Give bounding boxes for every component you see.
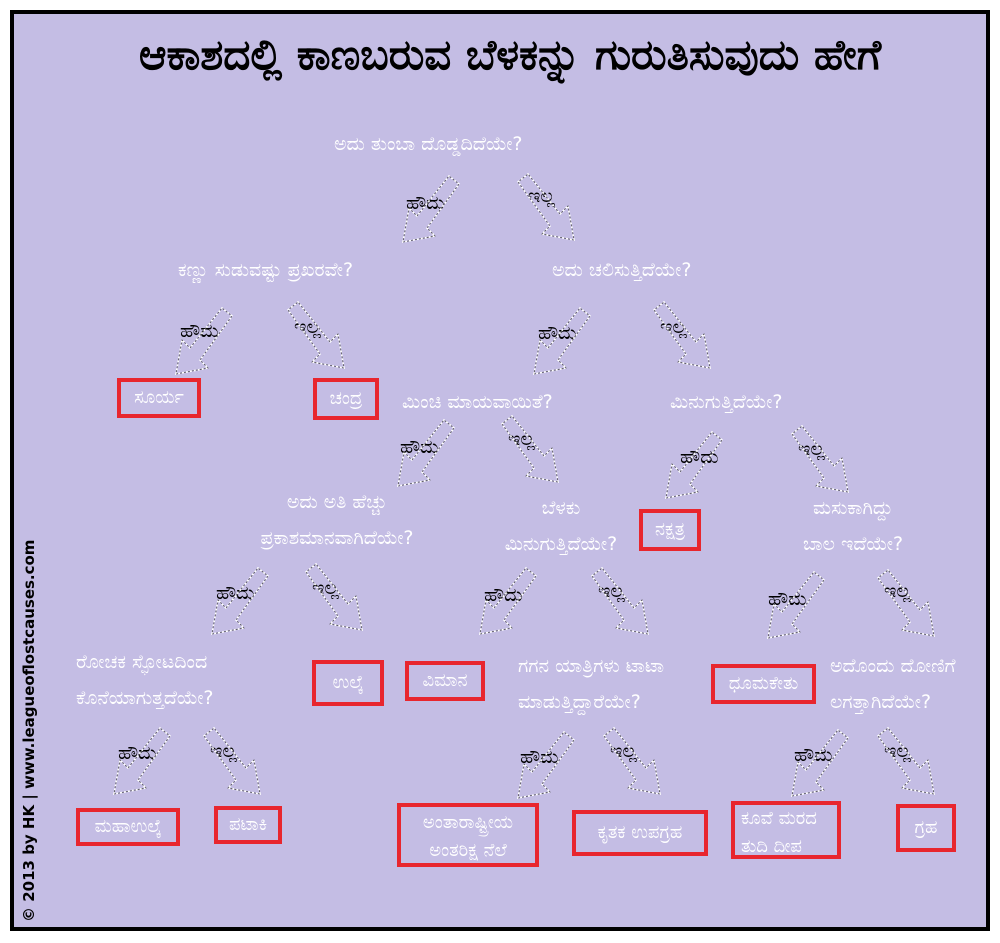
arrow-icon [517, 730, 576, 799]
question-node: ಬೆಳಕು ಮಿನುಗುತ್ತಿದೆಯೇ? [486, 490, 636, 562]
no-label: ಇಲ್ಲ [508, 428, 535, 450]
arrow-icon [533, 306, 592, 375]
arrow-icon [397, 418, 456, 487]
arrow-icon [402, 174, 461, 243]
no-label: ಇಲ್ಲ [210, 740, 237, 762]
arrow-icon [767, 570, 826, 639]
yes-label: ಹೌದು [118, 742, 157, 764]
arrow-icon [876, 726, 935, 795]
answer-box-satellite: ಕೃತಕ ಉಪಗ್ರಹ [572, 810, 708, 856]
answer-box-planet: ಗ್ರಹ [896, 804, 956, 852]
arrow-icon [876, 568, 935, 637]
diagram-title: ಆಕಾಶದಲ್ಲಿ ಕಾಣಬರುವ ಬೆಳಕನ್ನು ಗುರುತಿಸುವುದು … [138, 30, 882, 79]
no-label: ಇಲ್ಲ [528, 185, 555, 207]
answer-box-fireball: ಮಹಾಉಲ್ಕೆ [76, 808, 180, 846]
no-label: ಇಲ್ಲ [798, 438, 825, 460]
question-node: ಅದು ಚಲಿಸುತ್ತಿದೆಯೇ? [552, 259, 692, 281]
answer-box-comet: ಧೂಮಕೇತು [711, 664, 816, 704]
question-node: ಕಣ್ಣು ಸುಡುವಷ್ಟು ಪ್ರಖರವೇ? [178, 259, 354, 281]
arrow-icon [211, 566, 270, 635]
arrow-icon [590, 566, 649, 635]
yes-label: ಹೌದು [400, 436, 439, 458]
yes-label: ಹೌದು [406, 192, 445, 214]
yes-label: ಹೌದು [538, 322, 577, 344]
question-line: ಮಾಡುತ್ತಿದ್ದಾರೆಯೇ? [518, 691, 641, 713]
question-line: ಪ್ರಕಾಶಮಾನವಾಗಿದೆಯೇ? [260, 527, 414, 549]
arrow-icon [602, 726, 661, 795]
question-line: ಗಗನ ಯಾತ್ರಿಗಳು ಟಾಟಾ [518, 655, 665, 677]
question-node: ಅದು ತುಂಬಾ ದೊಡ್ಡದಿದೆಯೇ? [334, 133, 523, 155]
arrow-icon [175, 306, 234, 375]
question-node: ಅದೊಂದು ದೋಣಿಗೆ ಲಗತ್ತಾಗಿದೆಯೇ? [830, 648, 956, 720]
arrow-icon [652, 300, 711, 369]
yes-label: ಹೌದು [216, 582, 255, 604]
copyright-text: © 2013 by HK | www.leagueoflostcauses.co… [20, 539, 38, 922]
arrow-icon [791, 728, 850, 797]
yes-label: ಹೌದು [680, 446, 719, 468]
no-label: ಇಲ್ಲ [660, 316, 687, 338]
arrow-icon [202, 726, 261, 795]
question-line: ಅದು ಅತಿ ಹೆಚ್ಚು [286, 491, 388, 513]
question-line: ಬೆಳಕು [541, 497, 581, 519]
no-label: ಇಲ್ಲ [294, 316, 321, 338]
answer-box-star: ನಕ್ಷತ್ರ [639, 509, 701, 551]
question-node: ರೋಚಕ ಸ್ಫೋಟದಿಂದ ಕೊನೆಯಾಗುತ್ತದೆಯೇ? [76, 644, 214, 716]
question-node: ಗಗನ ಯಾತ್ರಿಗಳು ಟಾಟಾ ಮಾಡುತ್ತಿದ್ದಾರೆಯೇ? [518, 648, 664, 720]
arrow-icon [790, 424, 849, 493]
question-node: ಮಿನುಗುತ್ತಿದೆಯೇ? [670, 391, 783, 413]
yes-label: ಹೌದು [484, 584, 523, 606]
arrow-icon [304, 562, 363, 631]
question-line: ಮಸುಕಾಗಿದ್ದು [813, 497, 893, 519]
answer-box-moon: ಚಂದ್ರ [313, 378, 379, 420]
question-line: ಕೊನೆಯಾಗುತ್ತದೆಯೇ? [76, 687, 214, 709]
arrow-icon [516, 172, 575, 241]
question-line: ಲಗತ್ತಾಗಿದೆಯೇ? [830, 691, 932, 713]
question-line: ಬಾಲ ಇದೆಯೇ? [802, 533, 904, 555]
answer-box-iss: ಅಂತಾರಾಷ್ಟ್ರೀಯ ಅಂತರಿಕ್ಷ ನೆಲೆ [397, 803, 539, 867]
answer-box-lighthouse: ಕೂವೆ ಮರದ ತುದಿ ದೀಪ [731, 801, 841, 859]
yes-label: ಹೌದು [180, 320, 219, 342]
question-line: ರೋಚಕ ಸ್ಫೋಟದಿಂದ [76, 651, 208, 673]
question-node: ಮಿಂಚಿ ಮಾಯವಾಯಿತೆ? [402, 391, 553, 413]
no-label: ಇಲ್ಲ [312, 577, 339, 599]
diagram-frame [10, 10, 990, 931]
answer-box-meteor: ಉಲ್ಕೆ [312, 660, 384, 706]
question-node: ಮಸುಕಾಗಿದ್ದು ಬಾಲ ಇದೆಯೇ? [788, 490, 918, 562]
arrow-icon [479, 566, 538, 635]
answer-box-airplane: ವಿಮಾನ [405, 661, 485, 701]
no-label: ಇಲ್ಲ [610, 740, 637, 762]
question-node: ಅದು ಅತಿ ಹೆಚ್ಚು ಪ್ರಕಾಶಮಾನವಾಗಿದೆಯೇ? [222, 484, 452, 556]
question-line: ಮಿನುಗುತ್ತಿದೆಯೇ? [504, 533, 618, 555]
no-label: ಇಲ್ಲ [884, 740, 911, 762]
question-line: ಅದೊಂದು ದೋಣಿಗೆ [830, 655, 956, 677]
arrow-icon [665, 430, 724, 499]
answer-box-sun: ಸೂರ್ಯ [117, 378, 201, 418]
no-label: ಇಲ್ಲ [598, 580, 625, 602]
answer-box-firework: ಪಟಾಕಿ [214, 806, 282, 844]
arrow-icon [500, 414, 559, 483]
arrow-icon [113, 726, 172, 795]
arrow-icon [286, 300, 345, 369]
